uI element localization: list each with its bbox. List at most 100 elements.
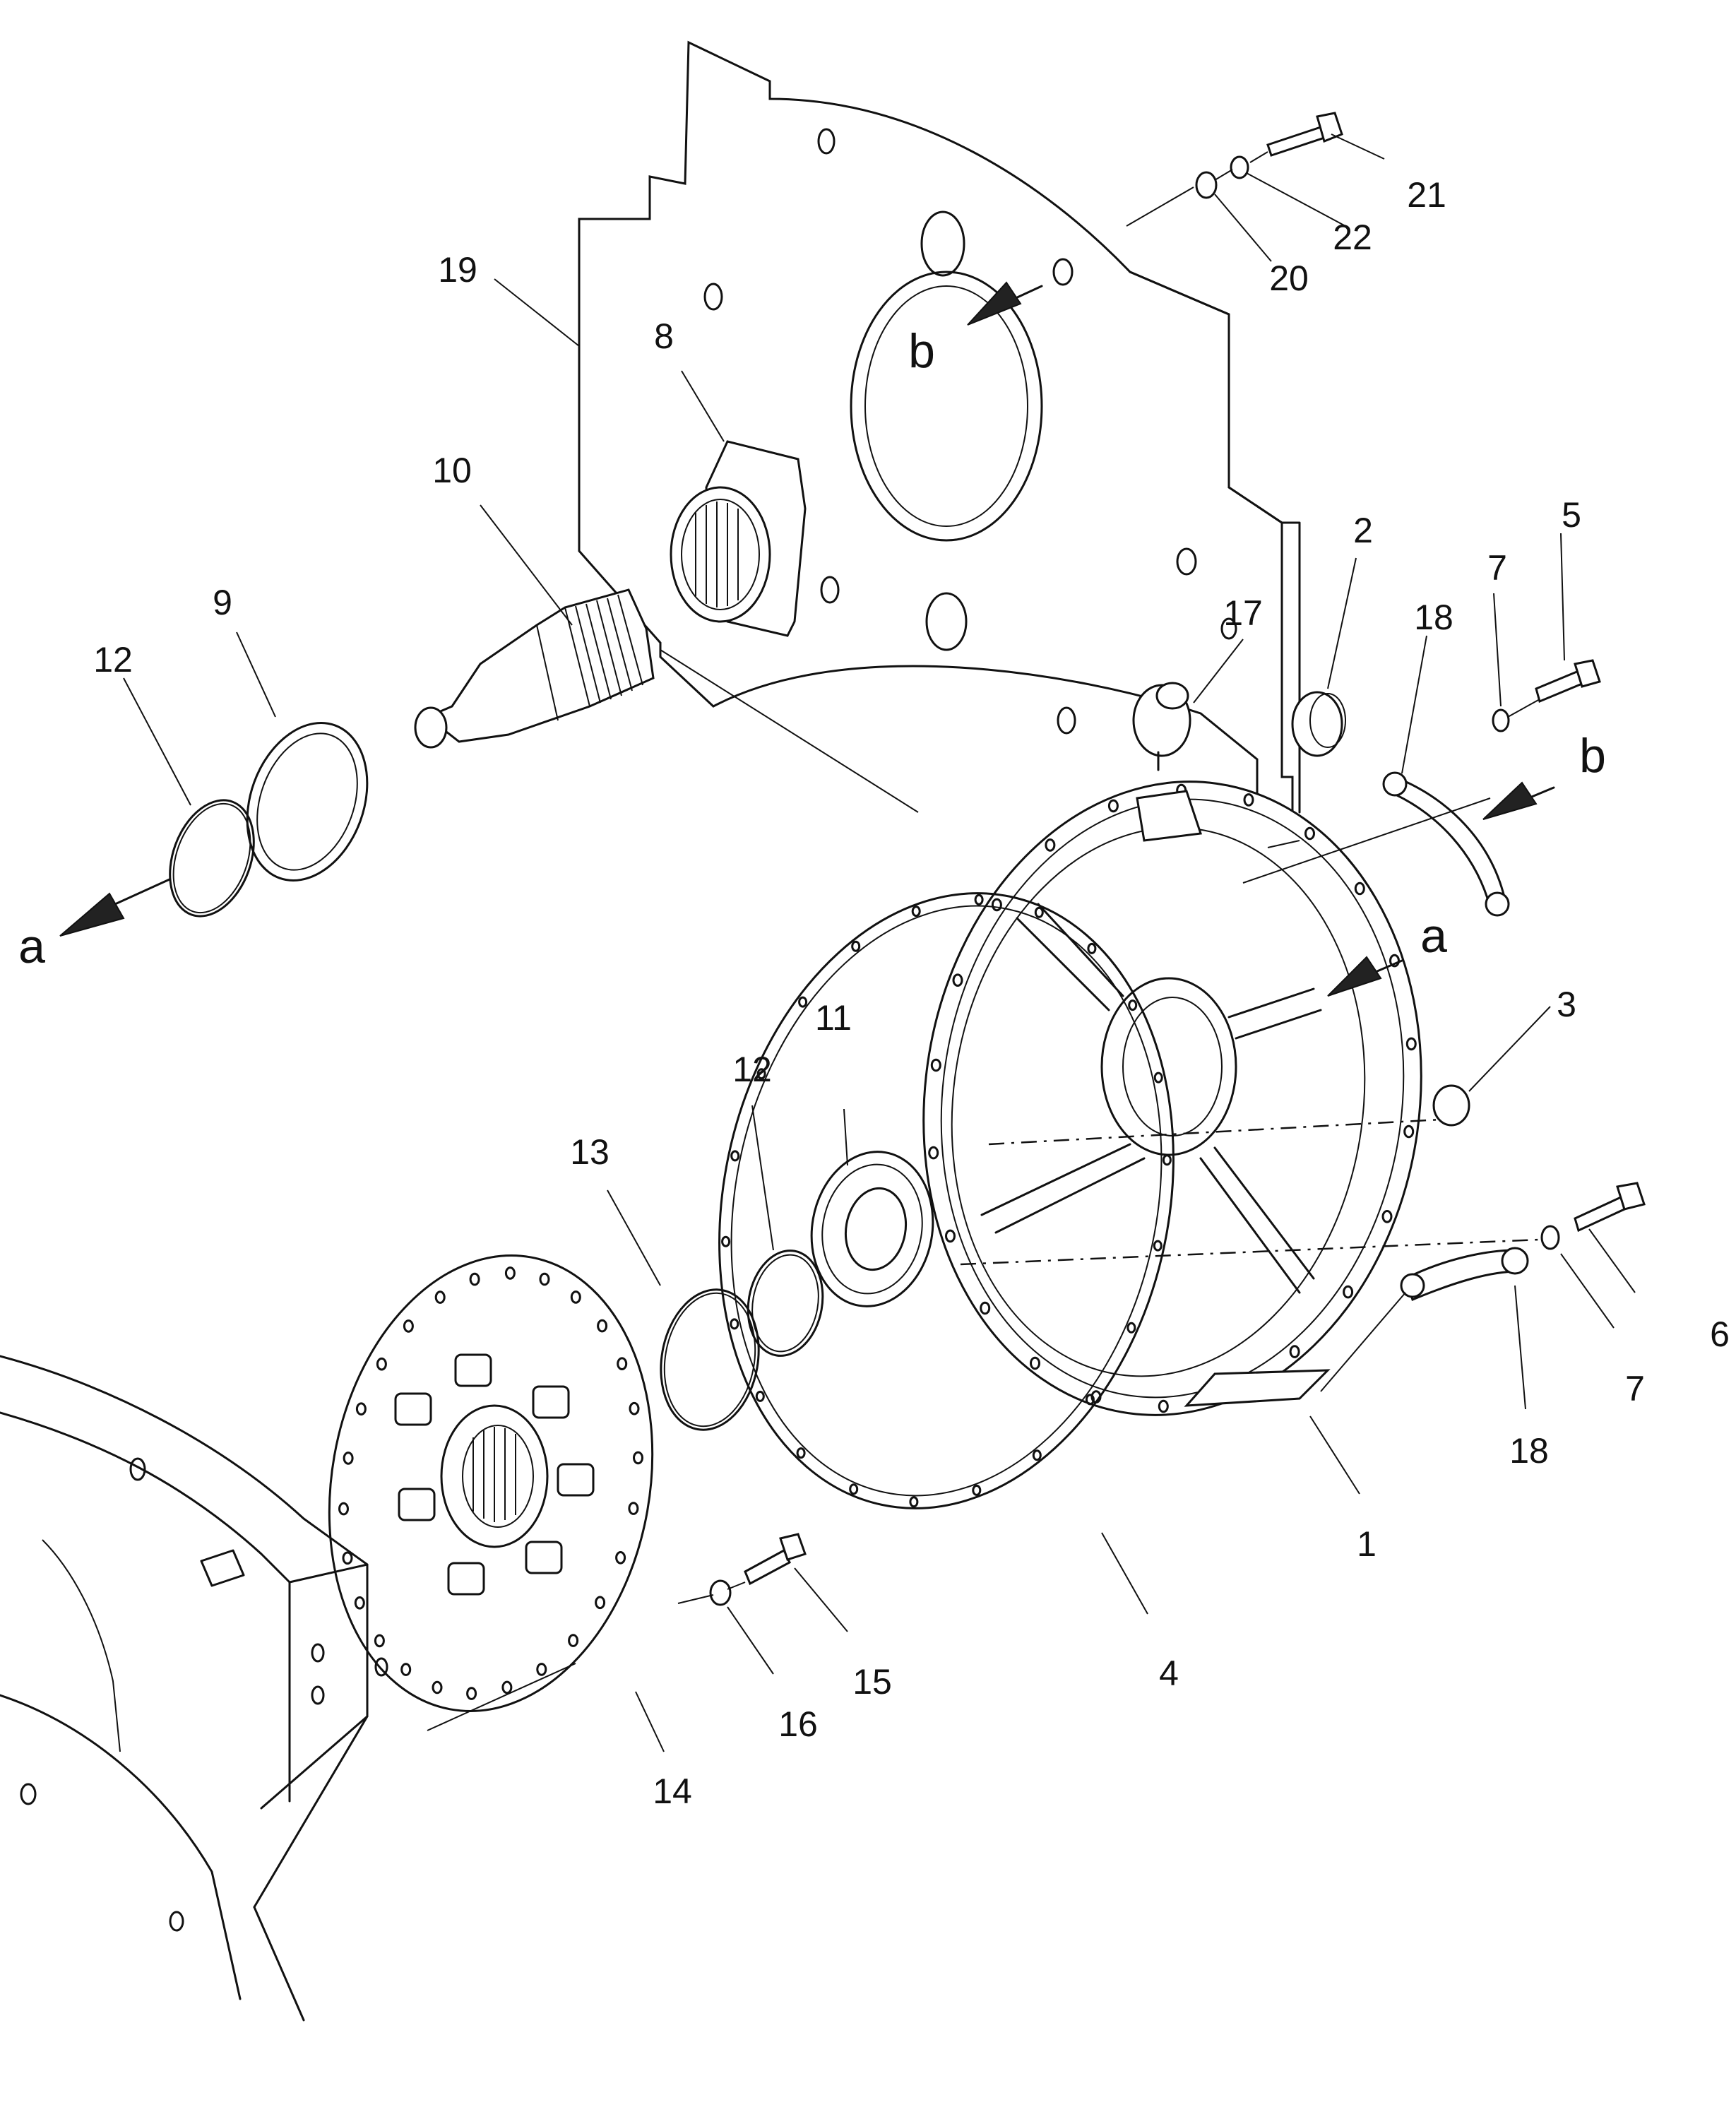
part-4-gasket [718,892,1175,1509]
callout-17: 17 [1223,593,1263,633]
assembly-lines [427,151,1540,1731]
damper-spring [557,1463,595,1497]
part-7-washer-lower [1540,1225,1560,1250]
part-1-housing [922,781,1422,1416]
callout-19: 19 [438,250,477,290]
gasket-hole [1032,1449,1042,1461]
disc-hole [595,1596,606,1610]
callout-2: 2 [1353,511,1373,550]
disc-hole [469,1272,480,1286]
gasket-hole [756,1068,766,1080]
disc-hole [597,1319,608,1333]
housing-bolt-hole [952,973,963,987]
part-22-washer [1230,155,1249,179]
part-5-bolt [1535,659,1601,704]
part-19-plate [578,40,1301,849]
housing-bolt-hole [1289,1345,1300,1358]
damper-spring [525,1541,563,1574]
callout-9: 9 [213,583,232,622]
disc-hole [617,1357,628,1370]
ref-arrow-a-left [59,878,171,937]
damper-spring [532,1385,570,1419]
part-2-plug [1291,691,1346,757]
gasket-hole [1128,999,1138,1011]
disc-hole [355,1402,367,1415]
disc-hole [615,1551,626,1565]
housing-bolt-hole [1389,954,1400,968]
disc-hole [403,1319,414,1333]
transmission-case [0,1355,388,2022]
callout-4: 4 [1159,1654,1179,1693]
disc-hole [342,1551,353,1565]
ref-arrow-b-top [967,281,1043,326]
part-10-shaft [414,588,655,749]
disc-hole [338,1502,349,1516]
callout-14: 14 [653,1771,692,1811]
disc-hole [343,1452,354,1465]
disc-hole [466,1687,477,1700]
disc-hole [628,1502,639,1515]
callout-18-upper: 18 [1414,598,1453,637]
callout-11: 11 [815,998,852,1038]
disc-hole [539,1272,550,1286]
disc-hole [633,1451,643,1465]
housing-bolt-hole [930,1058,941,1072]
gasket-hole [974,894,984,906]
part-21-bolt-top [1266,112,1343,157]
gasket-hole [1034,906,1044,918]
gasket-hole [1085,1394,1095,1406]
gasket-hole [796,1447,806,1459]
gasket-hole [1087,942,1097,954]
ref-letter-a-left: a [18,920,45,973]
gasket-hole [851,940,861,952]
disc-hole [629,1401,640,1415]
callout-21: 21 [1407,175,1446,215]
callout-15: 15 [852,1662,892,1702]
part-20-washer [1195,171,1218,199]
gasket-hole [798,996,808,1008]
gasket-hole [911,906,921,918]
gasket-hole [1162,1154,1172,1166]
gasket-hole [909,1496,919,1508]
gasket-hole [1153,1240,1163,1252]
gasket-hole [730,1150,740,1162]
housing-bolt-hole [1354,882,1365,896]
housing-bolt-hole [980,1301,991,1315]
part-3-plug [1432,1084,1470,1127]
housing-bolt-hole [1030,1356,1040,1370]
damper-spring [454,1353,492,1387]
housing-bolt-hole [945,1229,956,1243]
callout-16: 16 [778,1704,818,1744]
housing-bolt-hole [1304,826,1315,841]
callout-13: 13 [570,1132,610,1172]
disc-hole [354,1596,365,1610]
gasket-hole [972,1484,982,1496]
callout-8: 8 [654,316,674,356]
gasket-hole [1153,1072,1163,1084]
housing-bolt-hole [991,898,1002,912]
ref-letters: a a b b [18,324,1606,973]
part-16-washer [709,1579,732,1606]
callout-7-lower: 7 [1625,1369,1645,1408]
ref-letter-b-right: b [1579,729,1606,783]
housing-bolt-hole [928,1146,939,1160]
part-18-strap-lower [1400,1247,1529,1302]
damper-spring [394,1392,432,1426]
housing-bolt-hole [1158,1399,1169,1413]
callout-10: 10 [432,451,472,490]
part-14-damper-disc [328,1254,654,1712]
callout-3: 3 [1557,985,1576,1024]
housing-bolt-hole [1107,799,1119,813]
callout-18-lower: 18 [1509,1431,1549,1471]
part-18-strap-upper [1382,771,1510,917]
callouts: 19 8 10 9 12 21 22 20 17 2 18 7 5 3 11 1… [93,175,1730,1811]
part-15-bolt [744,1533,807,1586]
gasket-hole [1126,1322,1136,1334]
part-12-snap-ring-center [747,1250,824,1357]
ref-letter-b-top: b [908,324,935,378]
ref-letter-a-right: a [1420,909,1447,963]
damper-spring [398,1488,436,1521]
disc-hole [374,1634,385,1648]
callout-5: 5 [1562,495,1581,535]
